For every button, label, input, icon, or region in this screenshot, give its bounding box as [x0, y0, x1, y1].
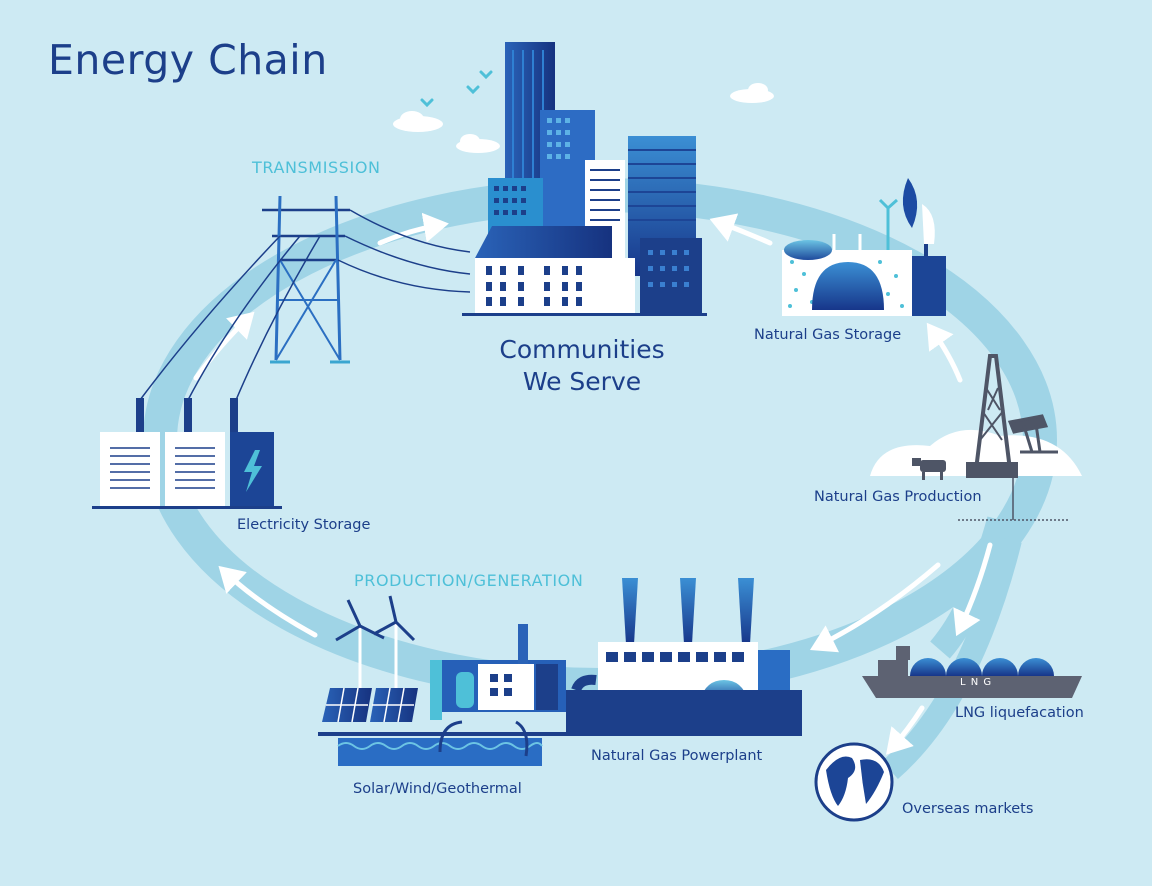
label-electricity-storage: Electricity Storage [237, 517, 371, 533]
bird-icon [420, 70, 493, 108]
natural-gas-storage-illustration [782, 178, 946, 316]
arrow-production-to-storage [926, 322, 963, 383]
section-production-label: PRODUCTION/GENERATION [354, 571, 584, 590]
lng-ship-illustration [862, 646, 1082, 698]
arrow-generation-to-electricity [218, 565, 318, 638]
flow-arrows [193, 212, 993, 755]
pump-jack-icon [1007, 414, 1058, 454]
label-renewables: Solar/Wind/Geothermal [353, 781, 522, 797]
power-lines [139, 209, 471, 401]
arrow-storage-to-city [709, 213, 773, 246]
page-title: Energy Chain [48, 36, 328, 84]
natural-gas-production-illustration [870, 354, 1082, 521]
electricity-storage-illustration [92, 398, 282, 509]
globe-icon [814, 742, 894, 822]
arrow-production-to-lng [953, 542, 993, 637]
cow-icon [912, 458, 946, 480]
transmission-tower [262, 195, 350, 364]
geothermal-cycle-icon [438, 720, 529, 757]
center-label-line1: Communities [499, 335, 665, 364]
arrow-production-to-powerplant [809, 562, 941, 653]
section-transmission-label: TRANSMISSION [252, 158, 381, 177]
label-overseas-markets: Overseas markets [902, 801, 1034, 817]
cloud-icon [393, 83, 774, 153]
label-natural-gas-storage: Natural Gas Storage [754, 327, 902, 343]
sky-decor [393, 70, 774, 153]
label-lng: LNG liquefacation [955, 705, 1084, 721]
wind-turbine-icon-2 [373, 595, 416, 642]
label-natural-gas-production: Natural Gas Production [814, 489, 982, 505]
label-powerplant: Natural Gas Powerplant [591, 748, 763, 764]
city-illustration [462, 42, 707, 316]
arrow-electricity-up [193, 311, 255, 381]
wind-turbine-icon [335, 599, 385, 642]
arrow-transmission-to-city [377, 212, 449, 246]
powerplant-illustration [566, 578, 802, 736]
lightning-icon [244, 450, 262, 492]
center-label: Communities We Serve [452, 334, 712, 398]
tree-icon [902, 178, 918, 228]
solar-panel-icon [322, 687, 418, 723]
ship-lng-text: L N G [960, 677, 993, 688]
arrow-lng-to-overseas [886, 705, 925, 755]
center-label-line2: We Serve [522, 367, 642, 396]
renewables-illustration [318, 595, 568, 766]
wind-turbine-small-icon [878, 198, 898, 250]
